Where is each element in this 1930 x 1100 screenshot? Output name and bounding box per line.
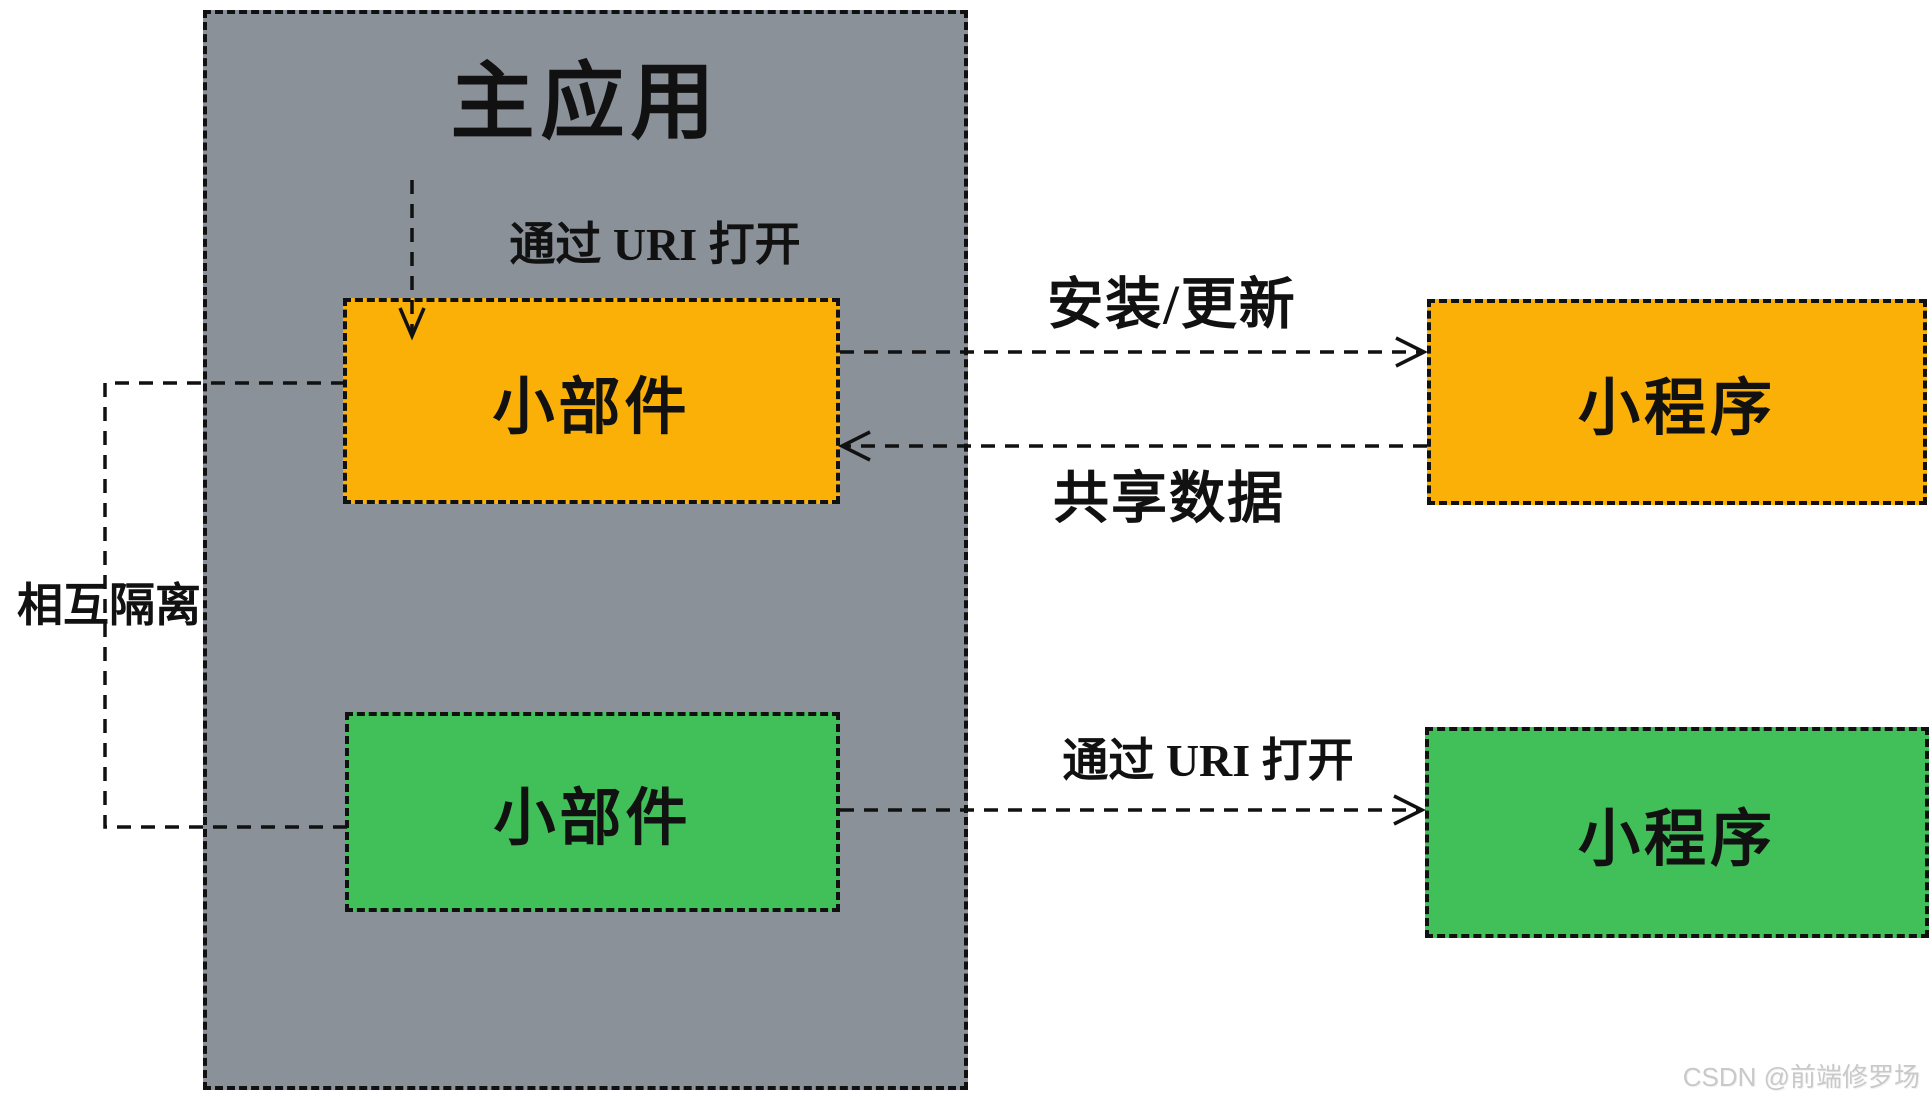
open-uri-top-label: 通过 URI 打开 <box>509 219 801 270</box>
main-app-box <box>203 10 968 1090</box>
open-uri-bottom-label: 通过 URI 打开 <box>1062 735 1354 786</box>
widget-orange-label: 小部件 <box>492 374 691 442</box>
miniprogram-green-label: 小程序 <box>1577 805 1776 874</box>
miniprogram-orange-label: 小程序 <box>1577 375 1776 443</box>
install-update-label: 安装/更新 <box>1047 274 1297 337</box>
miniprogram-green-box: 小程序 <box>1425 727 1929 938</box>
isolation-label: 相互隔离 <box>17 580 201 631</box>
miniprogram-orange-box: 小程序 <box>1427 299 1927 505</box>
widget-green-box: 小部件 <box>345 712 840 912</box>
main-app-title: 主应用 <box>450 57 721 150</box>
share-data-label: 共享数据 <box>1053 468 1285 531</box>
watermark: CSDN @前端修罗场 <box>1682 1062 1920 1092</box>
widget-green-label: 小部件 <box>493 785 692 853</box>
widget-orange-box: 小部件 <box>343 298 840 504</box>
